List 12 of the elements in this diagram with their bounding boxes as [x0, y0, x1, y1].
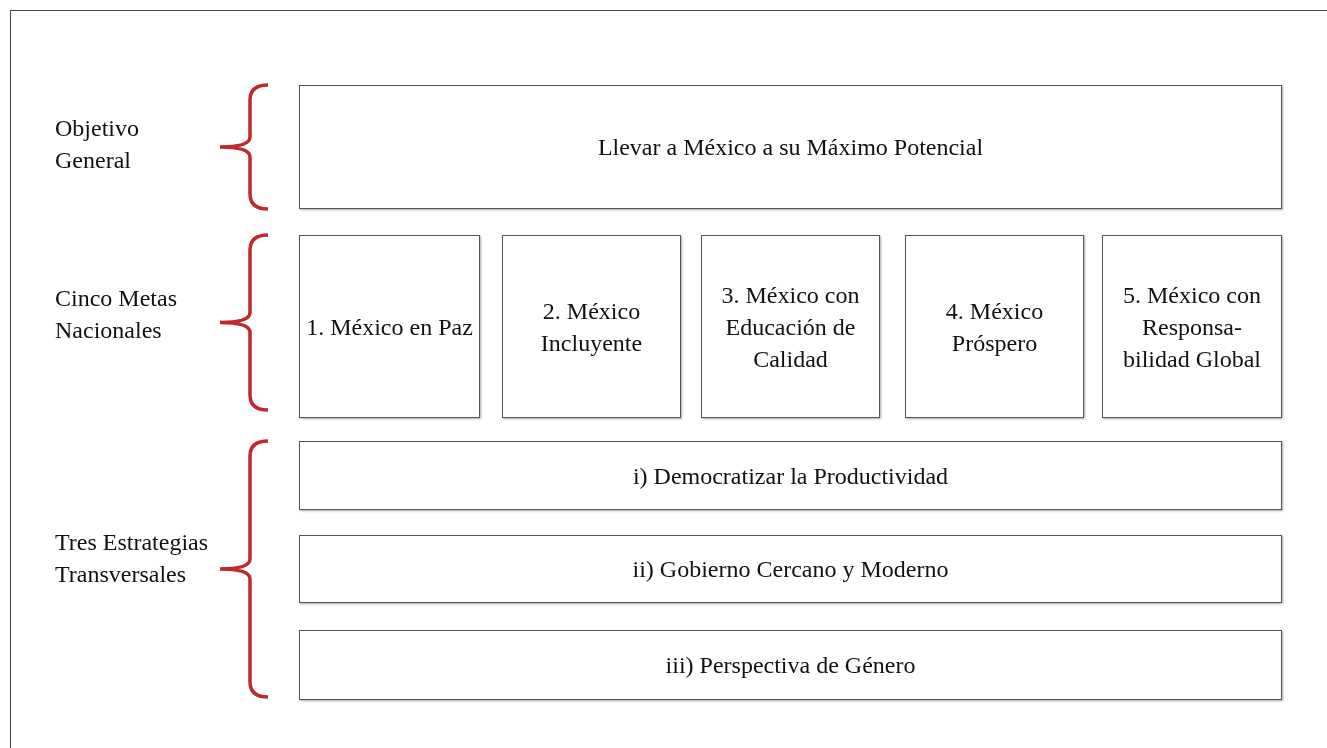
row-label: Tres Estrategias Transversales — [55, 528, 210, 589]
text-box: Llevar a México a su Máximo Potencial — [299, 85, 1282, 209]
goal-box: 1. México en Paz — [299, 235, 480, 418]
text-box: ii) Gobierno Cercano y Moderno — [299, 535, 1282, 603]
row-label: Objetivo General — [55, 114, 140, 175]
text-box: i) Democratizar la Productividad — [299, 441, 1282, 510]
goal-box: 5. México con Responsa- bilidad Global — [1102, 235, 1282, 418]
text-box: iii) Perspectiva de Género — [299, 630, 1282, 700]
goal-box: 4. México Próspero — [905, 235, 1084, 418]
goal-box: 2. México Incluyente — [502, 235, 681, 418]
row-label: Cinco Metas Nacionales — [55, 284, 178, 345]
goal-box: 3. México con Educación de Calidad — [701, 235, 880, 418]
